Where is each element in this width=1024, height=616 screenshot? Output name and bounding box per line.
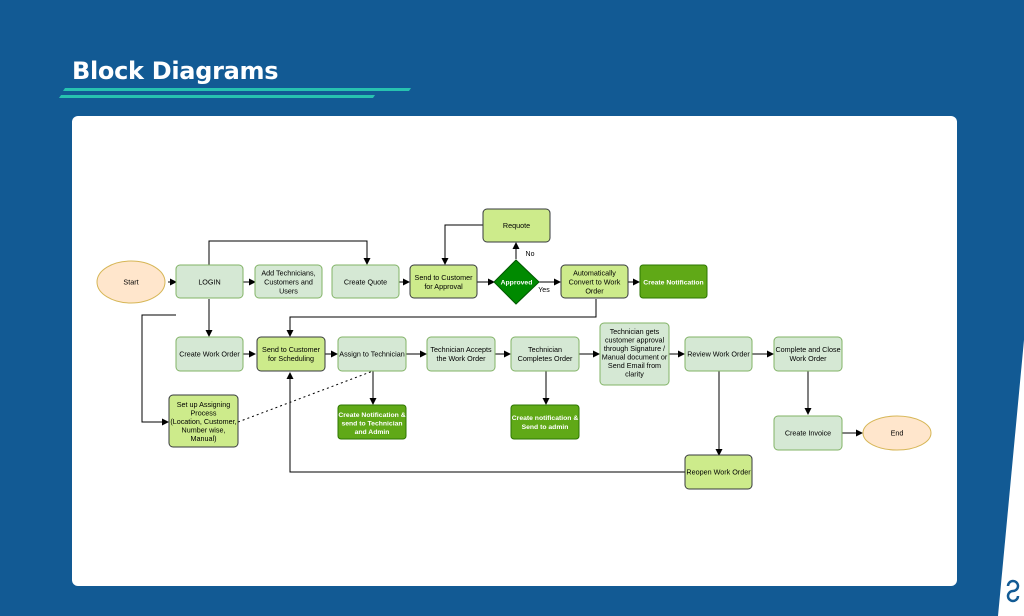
node-tech-accepts: Technician Accepts the Work Order (426, 336, 496, 372)
node-send-scheduling: Send to Customer for Scheduling (256, 336, 326, 372)
node-assign-technician-label: Assign to Technician (339, 350, 404, 359)
node-create-work-order: Create Work Order (175, 336, 244, 372)
node-reopen-work-order: Reopen Work Order (684, 454, 753, 490)
node-notify-tech-admin-line: and Admin (355, 429, 390, 436)
corner-decoration (998, 340, 1024, 616)
block-diagram: Start LOGIN Add Technicians, Customers a… (96, 208, 932, 490)
node-end-label: End (891, 429, 904, 438)
edge-label-no: No (526, 251, 535, 258)
node-approved-decision: Approved (493, 259, 540, 305)
node-convert-work-order: Automatically Convert to Work Order (560, 264, 629, 299)
node-tech-approval-line: Send Email from (608, 361, 661, 370)
node-setup-line: Process (191, 409, 217, 418)
edge-label-yes: Yes (538, 287, 550, 294)
node-send-approval-line: Send to Customer (415, 273, 474, 282)
node-tech-completes: Technician Completes Order (510, 336, 580, 372)
node-tech-accepts-line: Technician Accepts (430, 345, 492, 354)
node-review-work-order: Review Work Order (684, 336, 753, 372)
nodes: Start LOGIN Add Technicians, Customers a… (96, 208, 932, 490)
node-create-notification-label: Create Notification (643, 280, 703, 287)
edge-requote-send (441, 224, 483, 265)
node-create-notification: Create Notification (639, 264, 708, 299)
node-convert-line: Convert to Work (569, 278, 621, 287)
node-notify-admin-line: Send to admin (522, 424, 569, 431)
edge-to-setup (141, 314, 176, 426)
node-review-work-order-label: Review Work Order (687, 350, 750, 359)
node-notify-tech-admin-line: send to Technician (341, 421, 402, 428)
connectors (141, 224, 863, 473)
node-setup-assigning: Set up Assigning Process (Location, Cust… (168, 394, 239, 448)
node-requote-label: Requote (503, 221, 530, 230)
page-title: Block Diagrams (72, 57, 279, 85)
node-send-scheduling-line: for Scheduling (268, 354, 314, 363)
node-tech-completes-line: Technician (528, 345, 562, 354)
node-requote: Requote (482, 208, 551, 243)
node-notify-admin-line: Create notification & (512, 415, 579, 422)
node-complete-close-line: Work Order (789, 354, 827, 363)
node-setup-line: Number wise, (182, 426, 226, 435)
node-assign-technician: Assign to Technician (337, 336, 407, 372)
node-add-users-line: Users (279, 287, 298, 296)
node-complete-close: Complete and Close Work Order (773, 336, 843, 372)
node-tech-approval-line: through Signature / (604, 344, 665, 353)
node-create-quote: Create Quote (331, 264, 400, 299)
node-create-quote-label: Create Quote (344, 278, 387, 287)
node-create-work-order-label: Create Work Order (179, 350, 240, 359)
node-send-approval: Send to Customer for Approval (409, 264, 478, 299)
node-tech-approval-line: Technician gets (610, 327, 660, 336)
node-start: Start (96, 260, 166, 304)
node-end: End (862, 415, 932, 451)
node-convert-line: Automatically (573, 269, 616, 278)
node-notify-tech-admin: Create Notification & send to Technician… (337, 404, 407, 440)
diagram-card: Start LOGIN Add Technicians, Customers a… (72, 116, 957, 586)
node-send-approval-line: for Approval (424, 282, 463, 291)
node-tech-approval: Technician gets customer approval throug… (599, 322, 670, 386)
node-complete-close-line: Complete and Close (775, 345, 840, 354)
node-add-users-line: Add Technicians, (261, 269, 315, 278)
node-tech-accepts-line: the Work Order (437, 354, 487, 363)
node-tech-approval-line: customer approval (605, 336, 665, 345)
node-create-invoice: Create Invoice (773, 415, 843, 451)
node-tech-approval-line: clarity (625, 370, 644, 379)
node-login-label: LOGIN (198, 278, 220, 287)
node-notify-tech-admin-line: Create Notification & (338, 412, 405, 419)
node-notify-admin: Create notification & Send to admin (510, 404, 580, 440)
node-start-label: Start (123, 278, 138, 287)
node-setup-line: (Location, Customer, (170, 417, 236, 426)
node-convert-line: Order (585, 287, 604, 296)
node-add-users-line: Customers and (264, 278, 313, 287)
edge-login-quote (208, 240, 371, 265)
node-setup-line: Set up Assigning (177, 400, 231, 409)
node-reopen-work-order-label: Reopen Work Order (686, 468, 751, 477)
node-tech-approval-line: Manual document or (602, 353, 668, 362)
node-create-invoice-label: Create Invoice (785, 429, 831, 438)
node-approved-label: Approved (501, 280, 533, 287)
edge-convert-scheduling (286, 299, 597, 337)
edge-reopen-scheduling (286, 372, 685, 473)
title-underline (62, 88, 412, 91)
node-tech-completes-line: Completes Order (518, 354, 573, 363)
node-login: LOGIN (175, 264, 244, 299)
node-send-scheduling-line: Send to Customer (262, 345, 321, 354)
node-add-users: Add Technicians, Customers and Users (254, 264, 323, 299)
title-underline-secondary (58, 95, 376, 98)
edge-setup-assign-dotted (237, 370, 374, 423)
node-setup-line: Manual) (191, 434, 217, 443)
